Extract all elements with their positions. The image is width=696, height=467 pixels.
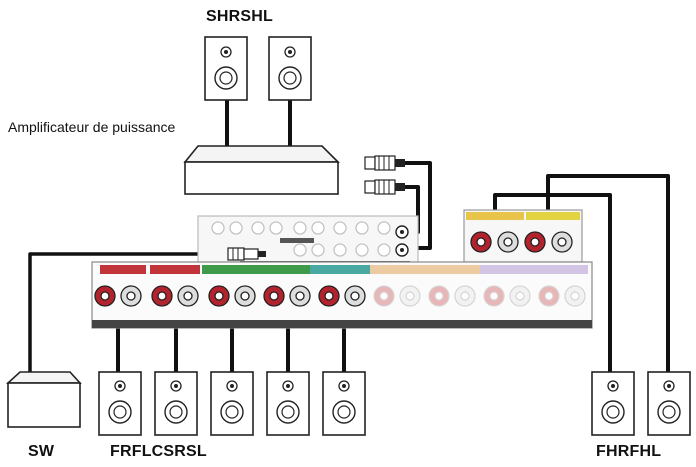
speaker-fl <box>154 371 198 436</box>
speaker-shl <box>268 36 312 101</box>
speaker-sl <box>322 371 366 436</box>
cable-subwoofer <box>28 252 228 372</box>
rca-plug-icon-amp-2 <box>364 179 405 195</box>
speaker-shr <box>204 36 248 101</box>
speaker-fhl <box>647 371 691 436</box>
speaker-fhr <box>591 371 635 436</box>
speaker-terminal-icon <box>470 231 573 253</box>
rca-plug-icon-amp-1 <box>364 155 405 171</box>
height-terminal-block <box>463 209 583 263</box>
cable-amp-rca-1 <box>405 161 432 250</box>
speaker-sr <box>266 371 310 436</box>
subwoofer-icon <box>5 371 82 428</box>
label-top-speakers: SHRSHL <box>206 8 273 25</box>
rca-plug-icon-subwoofer <box>227 247 266 261</box>
amplifier-icon <box>183 145 340 195</box>
cable-fhr <box>546 174 670 372</box>
label-height-speakers: FHRFHL <box>596 443 662 460</box>
label-subwoofer: SW <box>28 443 55 460</box>
speaker-c <box>210 371 254 436</box>
speaker-fr <box>98 371 142 436</box>
label-amplifier: Amplificateur de puissance <box>8 119 176 135</box>
label-front-speakers: FRFLCSRSL <box>110 443 207 460</box>
receiver-speaker-panel <box>91 261 593 329</box>
